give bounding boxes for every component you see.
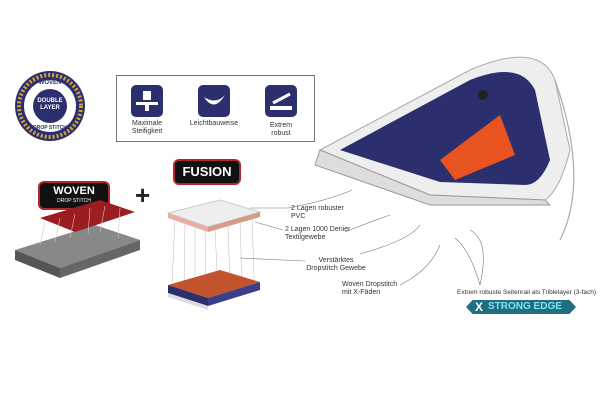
feather-icon [198, 85, 230, 117]
fusion-label: FUSION [173, 159, 241, 185]
callout-line: Dropstitch Gewebe [306, 265, 366, 272]
callout-line: Woven Dropstitch [342, 281, 398, 288]
callout-rail: Extrem robuste Seitenrail als Triblelaye… [457, 289, 597, 296]
plus-sign: + [135, 180, 151, 210]
feature-label-line: robust [271, 130, 291, 137]
strong-edge-logo: X STRONG EDGE [466, 300, 576, 314]
feature-label-line: Maximale [132, 120, 162, 127]
feature-label-line: Steifigkeit [131, 128, 163, 135]
woven-logo-title: WOVEN [53, 185, 95, 197]
callout-line: Textilgewebe [285, 234, 326, 241]
hammer-icon [265, 85, 297, 117]
badge-top-text: WOVEN [38, 80, 62, 86]
woven-logo-subtitle: DROP STITCH [57, 198, 91, 204]
feature-label-lightweight: Leichtbauweise [189, 120, 239, 127]
callout-lines [239, 189, 484, 286]
feature-label-line: Extrem [269, 122, 293, 129]
weight-icon [131, 85, 163, 117]
strong-edge-x: X [475, 300, 484, 314]
sup-board-illustration [314, 56, 575, 241]
badge-bottom-text: DROP STITCH [33, 125, 67, 131]
callout-line: 2 Lagen robuster [291, 205, 344, 212]
callout-line: PVC [291, 213, 306, 220]
badge-ring-icon [15, 71, 85, 141]
callout-line: 2 Lagen 1000 Denier [285, 226, 351, 233]
strong-edge-text: STRONG EDGE [488, 301, 562, 312]
callout-line: mit X-Fäden [342, 289, 381, 296]
woven-layer-sample [15, 200, 140, 278]
fusion-layer-sample [166, 199, 262, 310]
badge-middle-line1: DOUBLE [37, 98, 63, 104]
badge-middle-line2: LAYER [40, 105, 60, 111]
callout-line: Verstärktes [318, 257, 354, 264]
